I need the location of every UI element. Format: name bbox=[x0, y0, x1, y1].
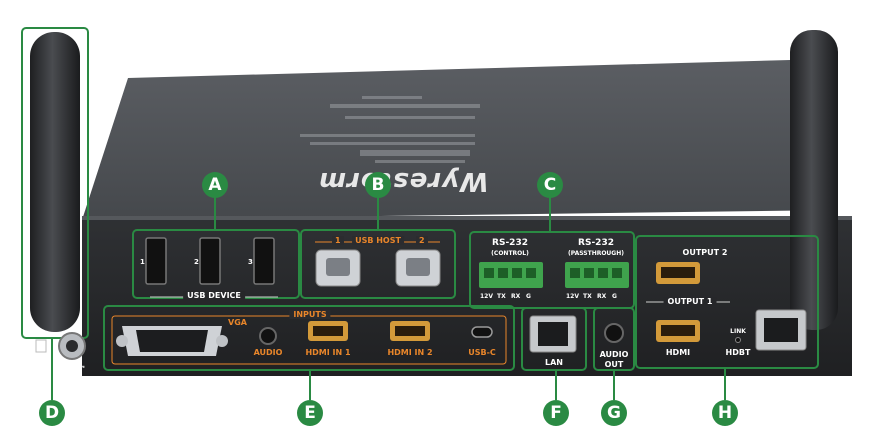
chassis-top bbox=[82, 60, 838, 220]
callout-b: B bbox=[365, 172, 391, 198]
rs232-control-pin-12v: 12V bbox=[480, 293, 493, 300]
callout-e: E bbox=[297, 400, 323, 426]
output-2-title: OUTPUT 2 bbox=[682, 248, 728, 257]
lan-label: LAN bbox=[545, 358, 563, 367]
usb-host-title: USB HOST bbox=[352, 236, 404, 245]
vga-label: VGA bbox=[228, 318, 247, 327]
hdmi-in-2-label: HDMI IN 2 bbox=[387, 348, 433, 357]
usb-c-port bbox=[471, 326, 493, 338]
rs232-control-subtitle: (CONTROL) bbox=[491, 250, 529, 257]
audio-in-jack bbox=[259, 327, 277, 345]
rs232-passthrough-pin-12v: 12V bbox=[566, 293, 579, 300]
dc-symbol: ⎓ bbox=[78, 362, 85, 371]
callout-g: G bbox=[601, 400, 627, 426]
rs232-control-pin-g: G bbox=[526, 293, 531, 300]
usb-port-2-label: 2 bbox=[194, 258, 199, 266]
usb-port-3-label: 3 bbox=[248, 258, 253, 266]
rs232-passthrough-pin-tx: TX bbox=[583, 293, 592, 300]
link-led bbox=[735, 337, 741, 343]
usb-device-ports bbox=[145, 237, 275, 285]
link-led-label: LINK bbox=[730, 328, 746, 335]
brand-logo: Wyrestorm bbox=[318, 166, 489, 196]
power-label: 12V ⎓ bbox=[58, 362, 85, 372]
usb-device-title: USB DEVICE bbox=[183, 291, 245, 300]
usb-host-ports bbox=[315, 249, 441, 287]
usb-host-1-label: 1 bbox=[332, 236, 344, 245]
rs232-passthrough-subtitle: (PASSTHROUGH) bbox=[567, 250, 625, 257]
hdbt-label: HDBT bbox=[725, 348, 751, 357]
audio-in-label: AUDIO bbox=[253, 348, 283, 357]
audio-out-label-1: AUDIO bbox=[599, 350, 629, 359]
audio-out-label-2: OUT bbox=[604, 360, 624, 369]
inputs-title: INPUTS bbox=[289, 310, 331, 319]
output-1-title: OUTPUT 1 bbox=[663, 297, 717, 306]
rs232-control-pin-tx: TX bbox=[497, 293, 506, 300]
usb-host-2-label: 2 bbox=[416, 236, 428, 245]
rs232-passthrough-title: RS-232 bbox=[578, 238, 614, 248]
usb-c-label: USB-C bbox=[468, 348, 496, 357]
usb-port-1-label: 1 bbox=[140, 258, 145, 266]
rs232-control-pin-rx: RX bbox=[511, 293, 521, 300]
audio-out-jack bbox=[604, 323, 624, 343]
left-antenna bbox=[30, 32, 80, 332]
callout-f: F bbox=[543, 400, 569, 426]
callout-h: H bbox=[712, 400, 738, 426]
callout-a: A bbox=[202, 172, 228, 198]
output-1-hdmi-label: HDMI bbox=[665, 348, 691, 357]
right-antenna bbox=[790, 30, 838, 330]
rs232-control-title: RS-232 bbox=[492, 238, 528, 248]
chassis-engraving bbox=[300, 96, 480, 163]
hdmi-in-1-label: HDMI IN 1 bbox=[305, 348, 351, 357]
callout-c: C bbox=[537, 172, 563, 198]
rs232-passthrough-pin-rx: RX bbox=[597, 293, 607, 300]
rs232-passthrough-pin-g: G bbox=[612, 293, 617, 300]
vga-port bbox=[116, 326, 228, 356]
callout-d: D bbox=[39, 400, 65, 426]
power-voltage: 12V bbox=[58, 362, 76, 371]
